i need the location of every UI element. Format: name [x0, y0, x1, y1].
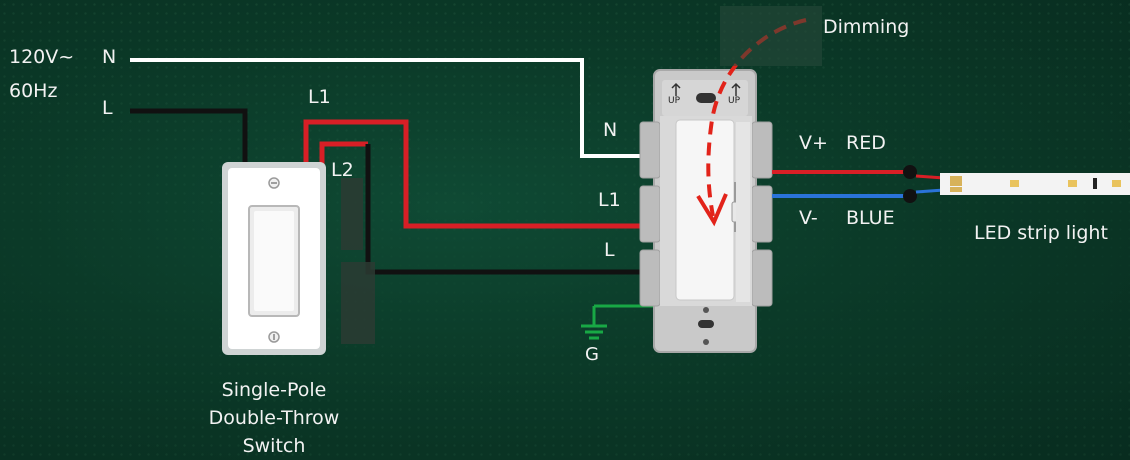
terminal-right-bot	[751, 249, 773, 307]
blue-connector	[903, 189, 917, 203]
patch-mark	[341, 262, 375, 344]
top-slot	[696, 93, 716, 103]
dimming-label-bg	[720, 6, 822, 66]
dimmer-n-label: N	[603, 119, 618, 141]
switch-caption-line1: Single-Pole	[221, 379, 327, 401]
ground-label: G	[585, 344, 599, 365]
terminal-left-top	[639, 121, 661, 179]
switch-l2-label: L2	[331, 159, 354, 181]
frequency-label: 60Hz	[9, 80, 58, 102]
l1-traveler-wire	[303, 119, 660, 229]
vplus-label: V+	[799, 132, 828, 154]
red-label: RED	[846, 132, 886, 154]
bottom-slot	[698, 320, 714, 328]
led-strip-label: LED strip light	[974, 222, 1108, 244]
dimmer-l1-label: L1	[598, 189, 621, 211]
patch-mark	[341, 178, 363, 250]
dimming-label: Dimming	[823, 16, 910, 38]
switch-caption-line2: Double-Throw	[208, 407, 340, 429]
switch-l1-label: L1	[308, 86, 331, 108]
spdt-switch	[222, 162, 326, 355]
neutral-wire	[130, 58, 660, 158]
voltage-label: 120V~	[9, 46, 75, 68]
terminal-right-top	[751, 121, 773, 179]
terminal-right-mid	[751, 185, 773, 243]
supply-neutral-label: N	[102, 46, 117, 68]
switch-caption-line3: Switch	[242, 435, 306, 457]
vminus-label: V-	[799, 207, 818, 229]
terminal-left-bot	[639, 249, 661, 307]
dimmer-up-left-label: UP	[668, 96, 681, 106]
dimming-arrow-head	[696, 193, 728, 227]
dimmer-l-label: L	[604, 239, 615, 261]
blue-label: BLUE	[846, 207, 895, 229]
led-strip	[940, 173, 1130, 195]
dimmer-up-right-label: UP	[728, 96, 741, 106]
red-connector	[903, 165, 917, 179]
l2-red-stub	[319, 141, 368, 168]
led-chip	[1010, 180, 1019, 187]
led-chip	[1068, 180, 1077, 187]
led-chip	[1112, 180, 1121, 187]
up-arrow-right	[731, 82, 741, 96]
bottom-screw	[703, 339, 709, 345]
supply-line-label: L	[102, 97, 113, 119]
line-wire-supply	[130, 108, 248, 168]
up-arrow-left	[671, 82, 681, 96]
terminal-left-mid	[639, 185, 661, 243]
